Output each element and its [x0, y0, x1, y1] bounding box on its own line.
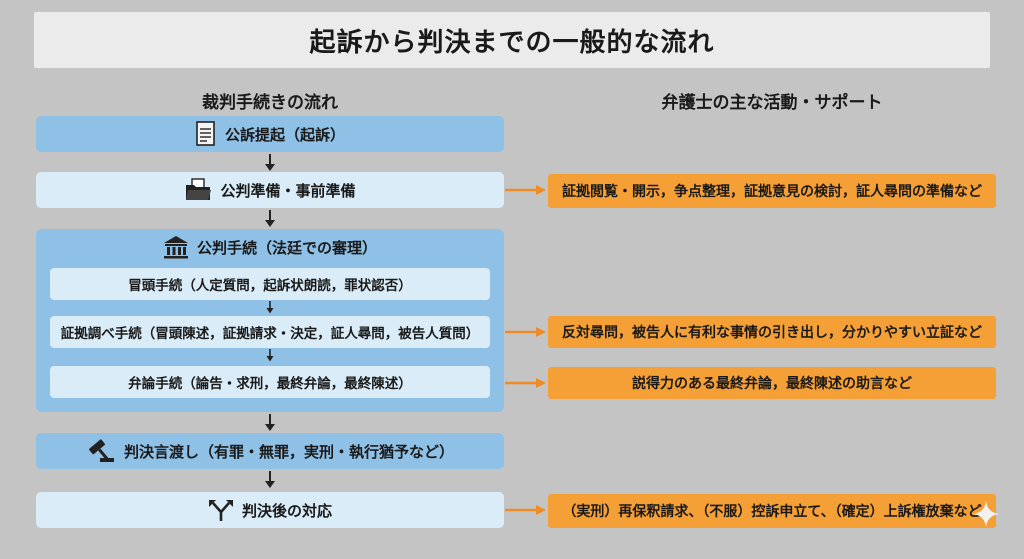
gavel-icon: [86, 438, 116, 464]
substep-opening: 冒頭手続（人定質問，起訴状朗読，罪状認否）: [50, 268, 490, 300]
document-icon: [195, 121, 217, 147]
step-indictment: 公訴提起（起訴）: [36, 116, 504, 152]
support-evidence: 反対尋問，被告人に有利な事情の引き出し，分かりやすい立証など: [548, 316, 996, 348]
sparkle-icon: [973, 501, 999, 527]
folder-icon: [184, 178, 212, 202]
courthouse-icon: [163, 235, 189, 259]
right-arrow-icon: [505, 327, 546, 337]
page-title: 起訴から判決までの一般的な流れ: [34, 12, 990, 68]
step-pretrial-label: 公判準備・事前準備: [220, 181, 356, 200]
down-arrow-icon: [265, 154, 275, 171]
right-arrow-icon: [505, 185, 546, 195]
down-arrow-icon: [265, 471, 275, 488]
right-column-header: 弁護士の主な活動・サポート: [661, 93, 883, 113]
step-verdict-label: 判決言渡し（有罪・無罪，実刑・執行猶予など）: [123, 442, 454, 461]
step-trial-header: 公判手続（法廷での審理）: [36, 232, 504, 262]
left-column-header: 裁判手続きの流れ: [202, 93, 338, 113]
step-post-verdict-label: 判決後の対応: [241, 501, 332, 520]
substep-evidence: 証拠調べ手続（冒頭陳述，証拠請求・決定，証人尋問，被告人質問）: [50, 316, 490, 348]
down-arrow-icon: [266, 349, 274, 362]
support-post-verdict: （実刑）再保釈請求、（不服）控訴申立て、（確定）上訴権放棄など: [548, 494, 996, 528]
right-arrow-icon: [505, 378, 546, 388]
branch-arrows-icon: [208, 498, 234, 522]
step-verdict: 判決言渡し（有罪・無罪，実刑・執行猶予など）: [36, 433, 504, 469]
down-arrow-icon: [265, 414, 275, 431]
substep-argument: 弁論手続（論告・求刑，最終弁論，最終陳述）: [50, 366, 490, 398]
support-pretrial: 証拠閲覧・開示，争点整理，証拠意見の検討，証人尋問の準備など: [548, 174, 996, 208]
right-arrow-icon: [505, 505, 546, 515]
down-arrow-icon: [266, 301, 274, 314]
step-pretrial: 公判準備・事前準備: [36, 172, 504, 208]
step-indictment-label: 公訴提起（起訴）: [224, 125, 345, 144]
support-argument: 説得力のある最終弁論，最終陳述の助言など: [548, 367, 996, 399]
down-arrow-icon: [265, 210, 275, 227]
step-trial-label: 公判手続（法廷での審理）: [196, 238, 377, 257]
step-post-verdict: 判決後の対応: [36, 492, 504, 528]
